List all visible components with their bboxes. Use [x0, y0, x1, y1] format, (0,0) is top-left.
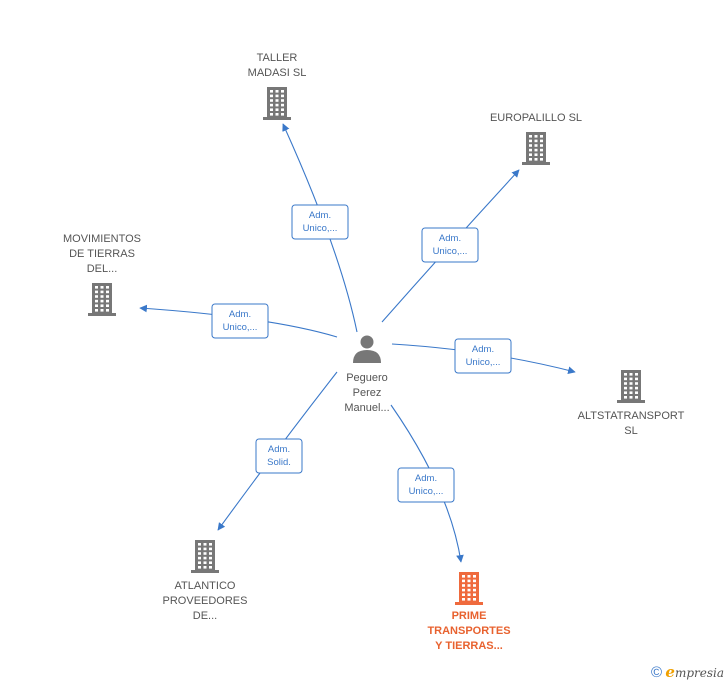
building-icon[interactable] [88, 283, 116, 316]
building-icon[interactable] [191, 540, 219, 573]
relation-label-line: Adm. [229, 309, 251, 320]
relation-edge-movimientos[interactable]: Adm. Unico,... [139, 303, 338, 339]
company-name-line: MADASI SL [248, 67, 307, 79]
relation-label-box[interactable] [255, 438, 303, 474]
brand-logo-initial: e [665, 663, 675, 681]
relation-label-line: Adm. [268, 444, 290, 455]
person-icon[interactable] [353, 335, 381, 364]
copyright-icon: © [650, 664, 663, 681]
relation-label-line: Adm. [309, 210, 331, 221]
company-name-line: TALLER [257, 52, 298, 64]
relation-edge-europalillo[interactable]: Adm. Unico,... [381, 169, 520, 323]
company-node-europalillo[interactable]: EUROPALILLO SL [490, 112, 582, 165]
company-name-line: PRIME [452, 610, 487, 622]
relation-edge-altstatransport[interactable]: Adm. Unico,... [391, 338, 576, 374]
relation-label-line: Adm. [472, 344, 494, 355]
building-icon[interactable] [617, 370, 645, 403]
relation-label-box[interactable] [291, 204, 349, 240]
company-name-line: MOVIMIENTOS [63, 233, 141, 245]
company-node-taller[interactable]: TALLER MADASI SL [248, 52, 307, 120]
relation-label: Adm. Unico,... [223, 309, 258, 333]
company-name: ATLANTICO PROVEEDORES DE... [163, 580, 248, 622]
relation-label-line: Unico,... [303, 223, 338, 234]
company-name-line: PROVEEDORES [163, 595, 248, 607]
company-name: TALLER MADASI SL [248, 52, 307, 79]
company-node-movimientos[interactable]: MOVIMIENTOS DE TIERRAS DEL... [63, 233, 141, 316]
building-icon[interactable] [455, 572, 483, 605]
relation-label-line: Unico,... [223, 322, 258, 333]
company-name-line: SL [624, 425, 637, 437]
company-name-line: DE... [193, 610, 217, 622]
company-node-atlantico[interactable]: ATLANTICO PROVEEDORES DE... [163, 540, 248, 622]
company-name-line: Y TIERRAS... [435, 640, 503, 652]
company-name: PRIME TRANSPORTES Y TIERRAS... [427, 610, 510, 652]
relation-label: Adm. Unico,... [409, 473, 444, 497]
brand-name: mpresia [674, 666, 724, 680]
building-icon[interactable] [522, 132, 550, 165]
relation-label-box[interactable] [454, 338, 512, 374]
company-name-line: EUROPALILLO SL [490, 112, 582, 124]
company-name-line: DEL... [87, 263, 118, 275]
relation-label: Adm. Unico,... [433, 233, 468, 257]
relation-label-box[interactable] [421, 227, 479, 263]
company-name-line: ATLANTICO [175, 580, 236, 592]
person-name-line: Manuel... [344, 402, 389, 414]
relation-label: Adm. Unico,... [466, 344, 501, 368]
relation-edge-atlantico[interactable]: Adm. Solid. [217, 371, 338, 531]
relation-edge-taller[interactable]: Adm. Unico,... [282, 123, 358, 333]
company-name-line: ALTSTATRANSPORT [578, 410, 685, 422]
company-name: EUROPALILLO SL [490, 112, 582, 124]
relation-label-line: Unico,... [466, 357, 501, 368]
building-icon[interactable] [263, 87, 291, 120]
relation-label-line: Unico,... [433, 246, 468, 257]
relation-label-box[interactable] [211, 303, 269, 339]
relation-label-line: Adm. [439, 233, 461, 244]
company-name-line: DE TIERRAS [69, 248, 135, 260]
person-name-line: Peguero [346, 372, 388, 384]
person-name-line: Perez [353, 387, 382, 399]
relation-label: Adm. Unico,... [303, 210, 338, 234]
company-node-prime[interactable]: PRIME TRANSPORTES Y TIERRAS... [427, 572, 511, 652]
company-name: MOVIMIENTOS DE TIERRAS DEL... [63, 233, 141, 275]
footer-brand[interactable]: © empresia [651, 663, 724, 681]
relation-edge-prime[interactable]: Adm. Unico,... [390, 404, 464, 563]
relation-label-line: Unico,... [409, 486, 444, 497]
company-name: ALTSTATRANSPORT SL [578, 410, 685, 437]
relation-label-box[interactable] [397, 467, 455, 503]
company-name-line: TRANSPORTES [427, 625, 510, 637]
relation-label-line: Solid. [267, 457, 291, 468]
relation-label-line: Adm. [415, 473, 437, 484]
company-node-altstatransport[interactable]: ALTSTATRANSPORT SL [578, 370, 685, 437]
relation-label: Adm. Solid. [267, 444, 291, 468]
